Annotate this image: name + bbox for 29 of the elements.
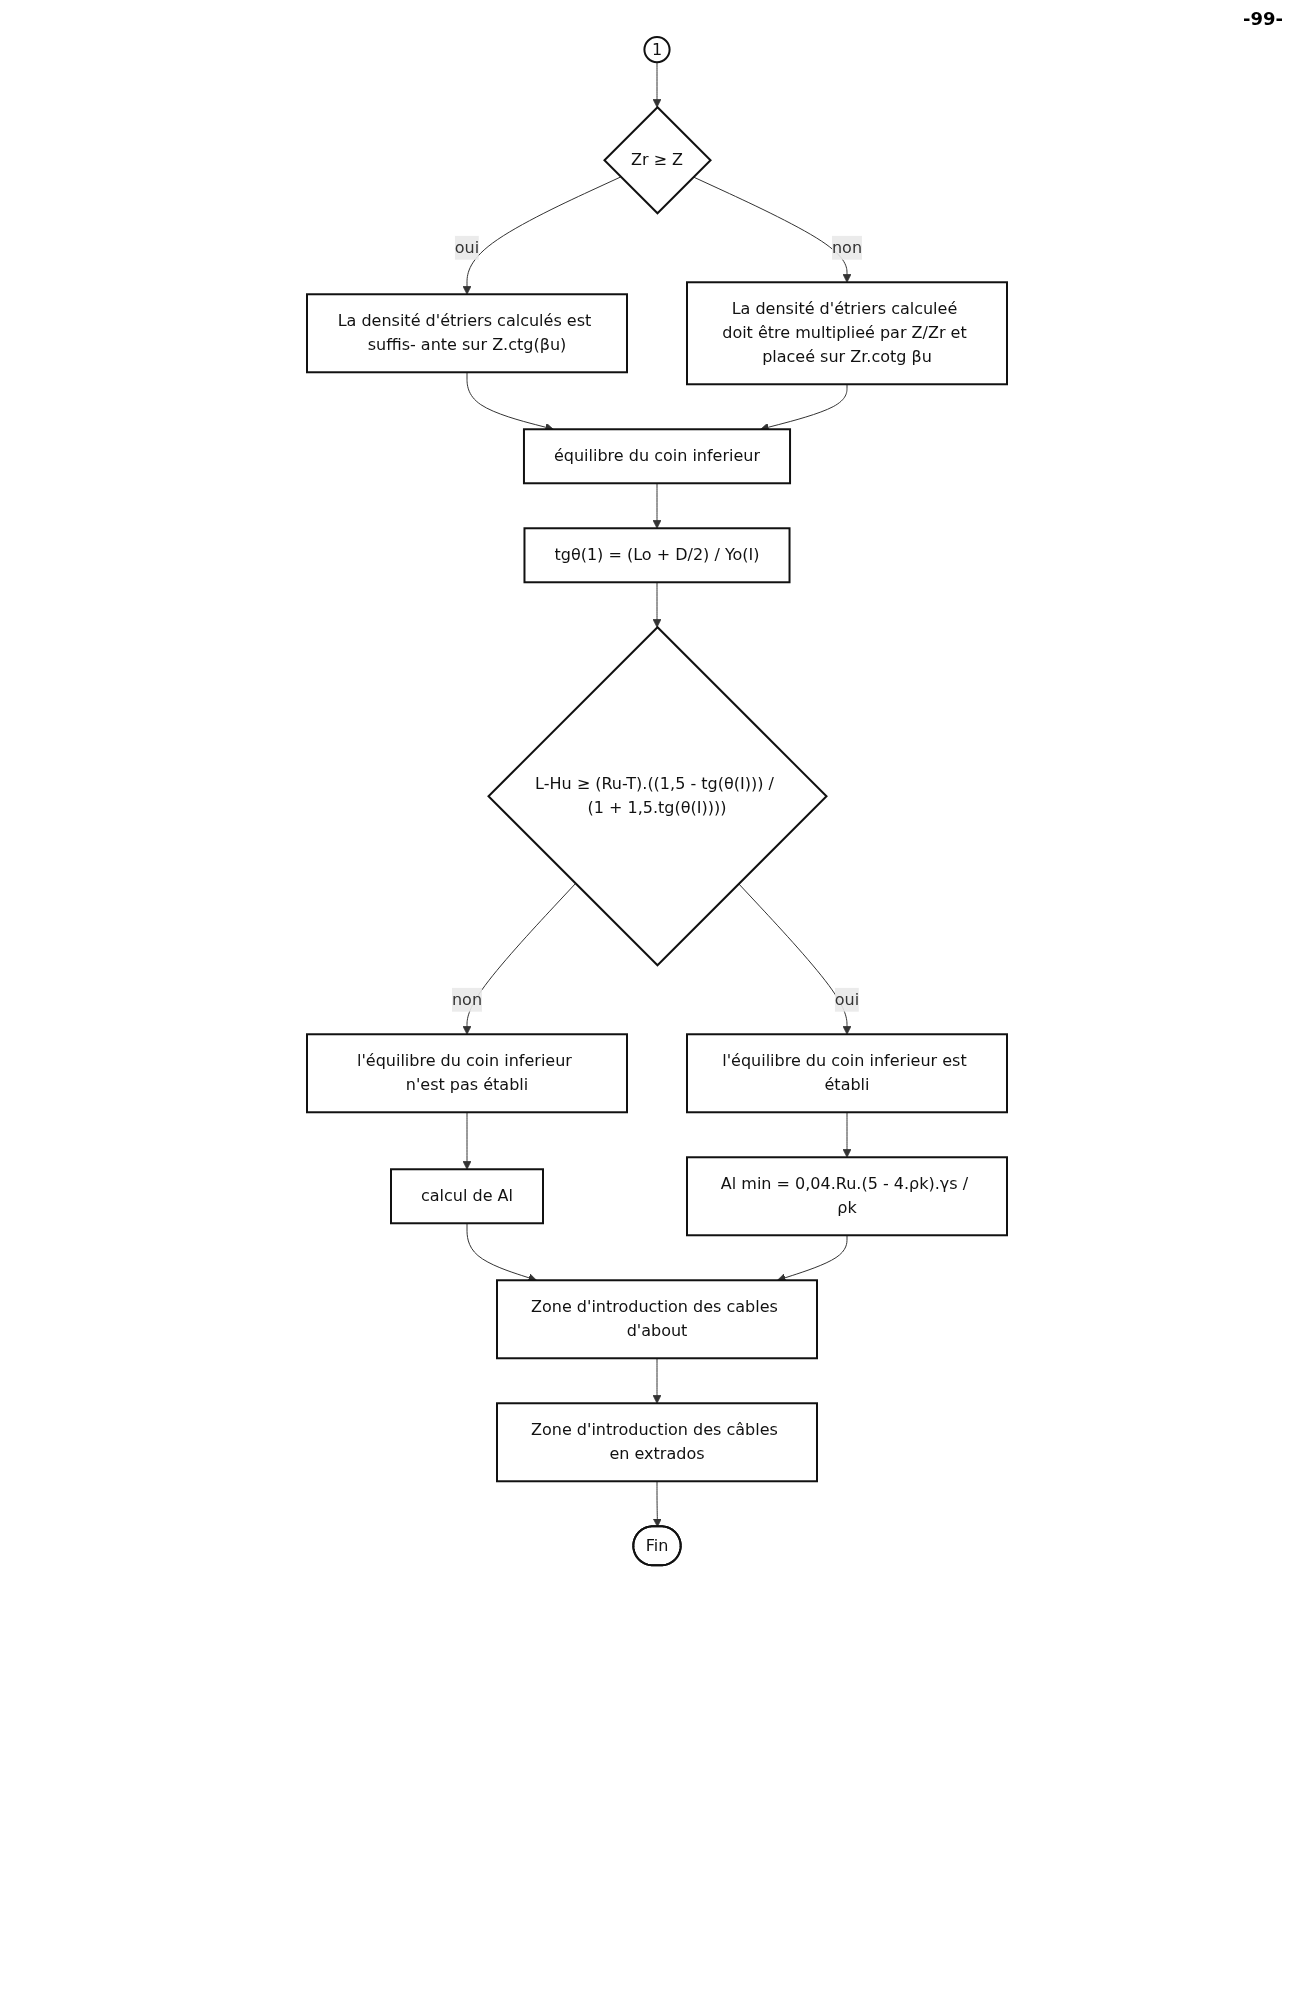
arrow — [737, 883, 851, 1035]
arrow — [692, 176, 851, 283]
node-box: Al min = 0,04.Ru.(5 - 4.ρk).γs / ρk — [685, 1156, 1008, 1237]
node-box: Zone d'introduction des câbles en extrados — [495, 1402, 818, 1483]
arrow — [466, 1222, 537, 1282]
node-box: Zone d'introduction des cables d'about — [495, 1279, 818, 1360]
node-box: La densité d'étriers calculés est suffis- ante sur Z.ctg(βu) — [305, 293, 628, 374]
page-number: -99- — [1243, 8, 1283, 29]
arrow — [652, 482, 661, 529]
arrow — [652, 61, 661, 108]
arrow — [652, 581, 661, 628]
node-box: l'équilibre du coin inferieur n'est pas établi — [305, 1033, 628, 1114]
edge-label: non — [831, 237, 862, 257]
arrow — [462, 1111, 471, 1170]
node-circle: 1 — [642, 36, 671, 64]
node-diamond: L-Hu ≥ (Ru-T).((1,5 - tg(θ(I))) / (1 + 1,5.tg(θ(I)))) — [486, 625, 828, 967]
node-box: La densité d'étriers calculeé doit être multiplieé par Z/Zr et placeé sur Zr.cotg βu — [685, 281, 1008, 386]
edge-label: oui — [834, 989, 859, 1009]
node-box: équilibre du coin inferieur — [522, 428, 791, 485]
arrow — [652, 1357, 661, 1404]
node-box: l'équilibre du coin inferieur est établi — [685, 1033, 1008, 1114]
edge-label: non — [451, 989, 482, 1009]
node-box: tgθ(1) = (Lo + D/2) / Yo(I) — [523, 527, 790, 584]
node-box: calcul de Al — [389, 1168, 544, 1225]
arrow — [462, 176, 621, 295]
arrow — [842, 1111, 851, 1158]
edge-label: oui — [454, 237, 479, 257]
arrow — [652, 1480, 662, 1528]
node-diamond: Zr ≥ Z — [602, 105, 712, 215]
